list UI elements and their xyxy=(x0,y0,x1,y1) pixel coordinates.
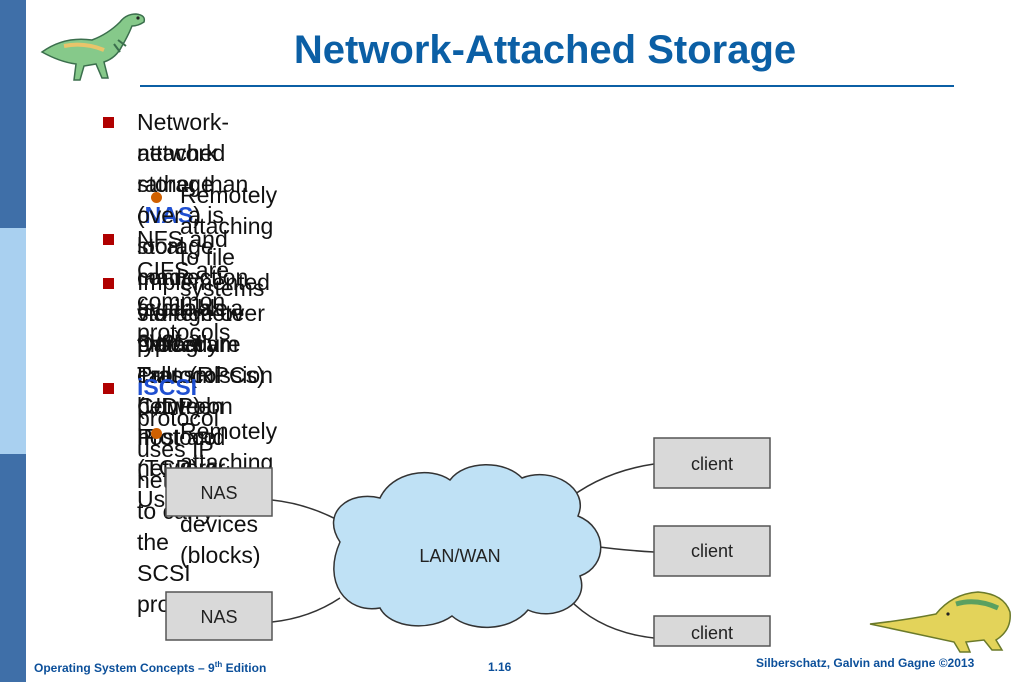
sidebar-stripe xyxy=(0,0,26,682)
bullet-square-icon xyxy=(103,117,114,128)
dinosaur-mascot-icon xyxy=(869,591,1011,653)
footer-course-sup: th xyxy=(214,660,223,669)
nas-box-label: NAS xyxy=(200,483,237,503)
nas-box-label: NAS xyxy=(200,607,237,627)
title-divider xyxy=(140,85,954,87)
sub-bullet-item: Remotely attaching to file systems xyxy=(180,182,278,301)
footer-page-number: 1.16 xyxy=(488,660,512,674)
sidebar-segment-light xyxy=(0,228,26,454)
footer-course-edition: Edition xyxy=(222,661,267,675)
client-box: client xyxy=(653,615,771,647)
bullet-continuation: storage over typically Transmission Cont… xyxy=(137,300,273,512)
client-box-label: client xyxy=(691,623,733,643)
client-box-label: client xyxy=(691,454,733,474)
highlight-term: iSCSI xyxy=(137,374,198,400)
client-box: client xyxy=(653,437,771,489)
bullet-text: Network-attached storage ( xyxy=(137,109,230,228)
footer: Operating System Concepts – 9th Edition … xyxy=(0,656,1023,682)
bullet-square-icon xyxy=(103,383,114,394)
lan-wan-cloud xyxy=(332,464,602,628)
bullet-dot-icon xyxy=(151,192,162,203)
footer-copyright: Silberschatz, Galvin and Gagne ©2013 xyxy=(756,656,975,670)
bullet-square-icon xyxy=(103,234,114,245)
nas-box: NAS xyxy=(165,467,273,517)
network-label: LAN/WAN xyxy=(419,546,500,566)
nas-network-diagram: LAN/WAN NAS NAS client client client xyxy=(165,437,771,647)
bullet-square-icon xyxy=(103,278,114,289)
client-box-label: client xyxy=(691,541,733,561)
footer-course: Operating System Concepts – 9th Edition xyxy=(34,660,266,675)
highlight-term: NAS xyxy=(144,202,194,228)
sidebar-segment-dark xyxy=(0,454,26,682)
page-title: Network-Attached Storage xyxy=(293,28,797,72)
footer-course-text: Operating System Concepts – 9 xyxy=(34,661,215,675)
bullet-text: ) is storage made available over a xyxy=(137,202,228,352)
dinosaur-mascot-icon xyxy=(40,13,146,81)
client-box: client xyxy=(653,525,771,577)
bullet-item: NFS and CIFS are common protocols xyxy=(137,226,231,345)
bullet-dot-icon xyxy=(151,428,162,439)
nas-box: NAS xyxy=(165,591,273,641)
sidebar-segment-dark xyxy=(0,0,26,228)
bullet-item: Implemented via remote procedure calls (… xyxy=(137,269,270,450)
bullet-item: Network-attached storage (NAS) is storag… xyxy=(137,107,229,355)
